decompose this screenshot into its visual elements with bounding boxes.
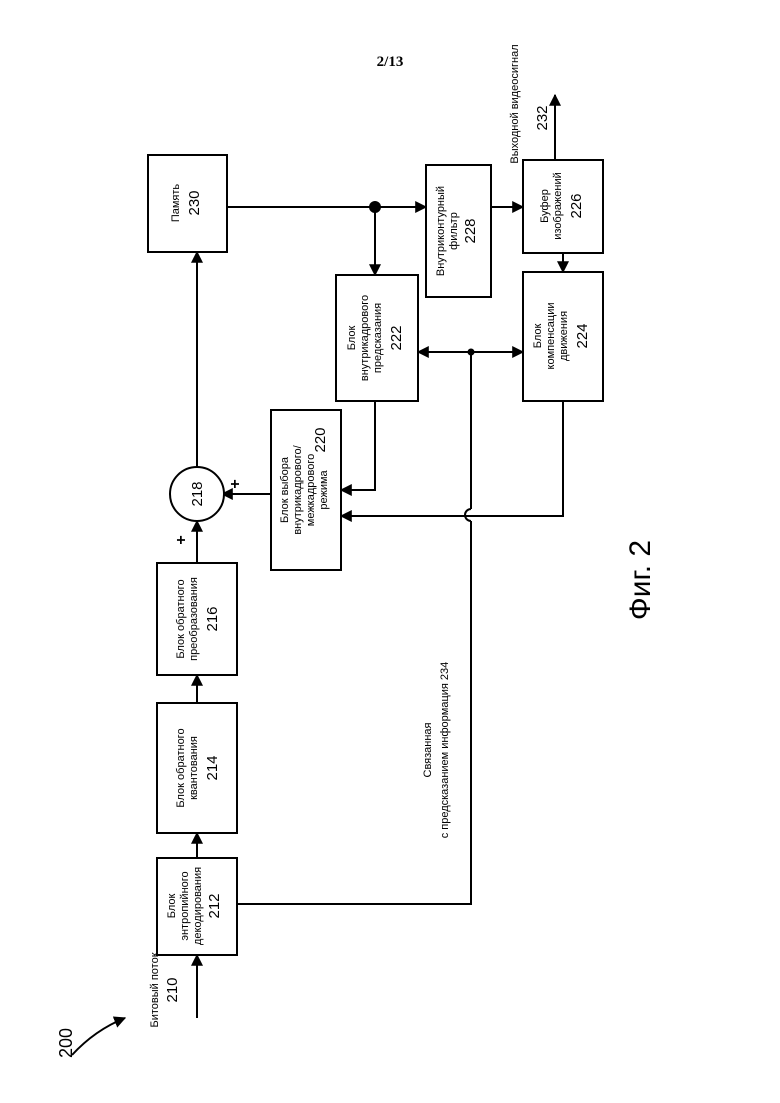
entropy-label-1: Блок — [166, 894, 178, 919]
motion-label-1: Блок — [532, 324, 544, 349]
intra-label-2: внутрикадрового — [359, 295, 371, 381]
entropy-label-2: энтропийного — [179, 871, 191, 940]
invtransform-number: 216 — [204, 606, 221, 631]
buffer-label-1: Буфер — [539, 189, 551, 223]
invquant-label-2: квантования — [188, 736, 200, 800]
modeselect-number: 220 — [312, 427, 329, 452]
summer-plus-bottom: + — [173, 535, 190, 544]
buffer-label-2: изображений — [552, 172, 564, 240]
output-number: 232 — [534, 105, 551, 130]
block-mode-selection: Блок выбора внутрикадрового/ межкадровог… — [271, 410, 341, 570]
modeselect-label-2: внутрикадрового/ — [292, 444, 304, 534]
block-entropy-decoding: Блок энтропийного декодирования 212 — [157, 858, 237, 955]
block-loop-filter: Внутриконтурный фильтр 228 — [426, 165, 491, 297]
block-inverse-quantization: Блок обратного квантования 214 — [157, 703, 237, 833]
bitstream-input-label: Битовый поток 210 — [149, 952, 181, 1027]
modeselect-label-4: режима — [318, 469, 330, 509]
summer-plus-right: + — [227, 479, 244, 488]
loopfilter-label-1: Внутриконтурный — [435, 186, 447, 276]
entropy-number: 212 — [206, 893, 223, 918]
motion-number: 224 — [574, 323, 591, 348]
block-picture-buffer: Буфер изображений 226 — [523, 160, 603, 253]
wire-pred-info — [237, 521, 471, 904]
ref-200-arrow — [72, 1018, 125, 1055]
pred-info-label-1: Связанная — [422, 722, 434, 777]
loopfilter-number: 228 — [462, 218, 479, 243]
output-video-label: Выходной видеосигнал 232 — [509, 44, 551, 163]
memory-label: Память — [170, 184, 182, 223]
pred-info-label: Связанная с предсказанием информация 234 — [422, 662, 451, 839]
block-intra-prediction: Блок внутрикадрового предсказания 222 — [336, 275, 418, 401]
summer-number: 218 — [189, 481, 206, 506]
modeselect-label-1: Блок выбора — [279, 456, 291, 523]
buffer-number: 226 — [568, 193, 585, 218]
motion-label-2: компенсации — [545, 303, 557, 370]
figure-caption: Фиг. 2 — [624, 540, 657, 620]
block-inverse-transform: Блок обратного преобразования 216 — [157, 563, 237, 675]
loopfilter-label-2: фильтр — [448, 212, 460, 250]
invquant-number: 214 — [204, 755, 221, 780]
pred-info-label-2: с предсказанием информация 234 — [439, 662, 451, 839]
summer-218: 218 + + — [170, 467, 244, 545]
modeselect-label-3: межкадрового — [305, 454, 317, 526]
intra-number: 222 — [388, 325, 405, 350]
block-motion-compensation: Блок компенсации движения 224 — [523, 272, 603, 401]
bitstream-number: 210 — [164, 977, 181, 1002]
bitstream-label: Битовый поток — [149, 952, 161, 1027]
junction-dot-memory — [369, 201, 381, 213]
entropy-label-3: декодирования — [192, 867, 204, 945]
intra-label-1: Блок — [346, 326, 358, 351]
diagram-reference: 200 — [56, 1028, 76, 1058]
invtransform-label-1: Блок обратного — [175, 579, 187, 658]
intra-label-3: предсказания — [372, 303, 384, 373]
invquant-label-1: Блок обратного — [175, 728, 187, 807]
block-memory: Память 230 — [148, 155, 227, 252]
junction-dot-info — [468, 349, 475, 356]
invtransform-label-2: преобразования — [188, 577, 200, 661]
wire-intra-to-modeselect — [341, 401, 375, 490]
motion-label-3: движения — [558, 311, 570, 361]
memory-number: 230 — [186, 190, 203, 215]
output-label: Выходной видеосигнал — [509, 44, 521, 163]
